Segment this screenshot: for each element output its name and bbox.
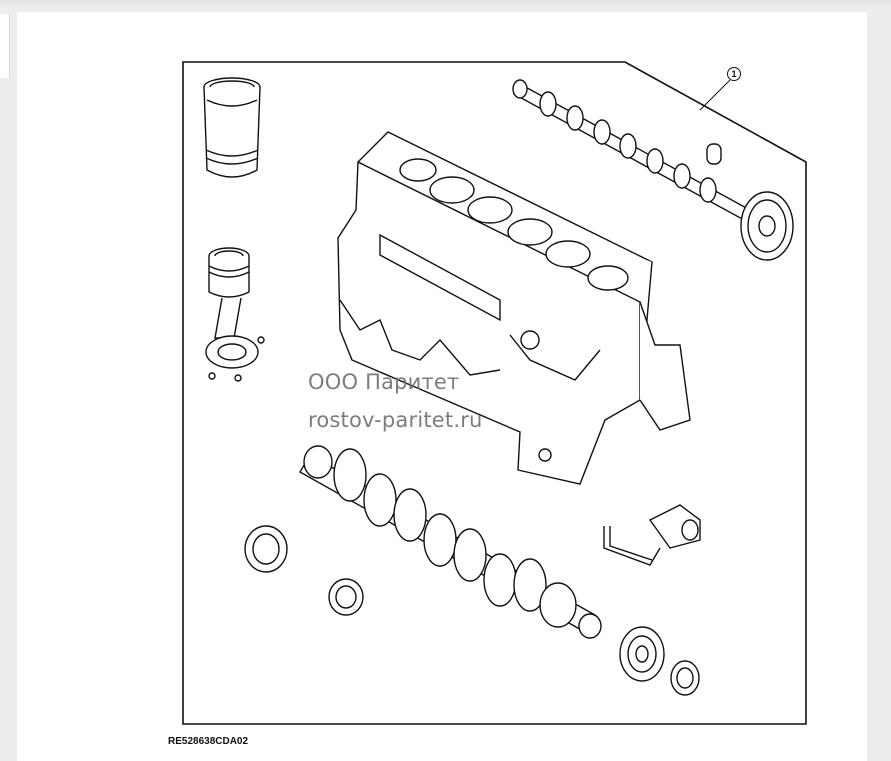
front-gear-part <box>619 626 700 696</box>
piston-rod-part <box>205 247 265 382</box>
watermark-company: ООО Паритет <box>308 370 460 394</box>
engine-block-part <box>337 131 691 485</box>
diagram-frame <box>182 61 807 725</box>
callout-number: 1 <box>731 69 737 79</box>
watermark-website: rostov-paritet.ru <box>308 408 483 432</box>
left-edge-tab <box>0 14 10 78</box>
crankshaft-part <box>299 445 602 639</box>
top-strip <box>0 0 891 5</box>
callout-leader <box>699 79 731 111</box>
camshaft-part <box>512 79 794 261</box>
cylinder-liner-part <box>203 77 261 178</box>
bearing-shells-part <box>244 525 364 616</box>
oil-pump-part <box>603 504 701 566</box>
callout-circle <box>727 67 741 81</box>
figure-id-label: RE528638CDA02 <box>168 736 249 747</box>
